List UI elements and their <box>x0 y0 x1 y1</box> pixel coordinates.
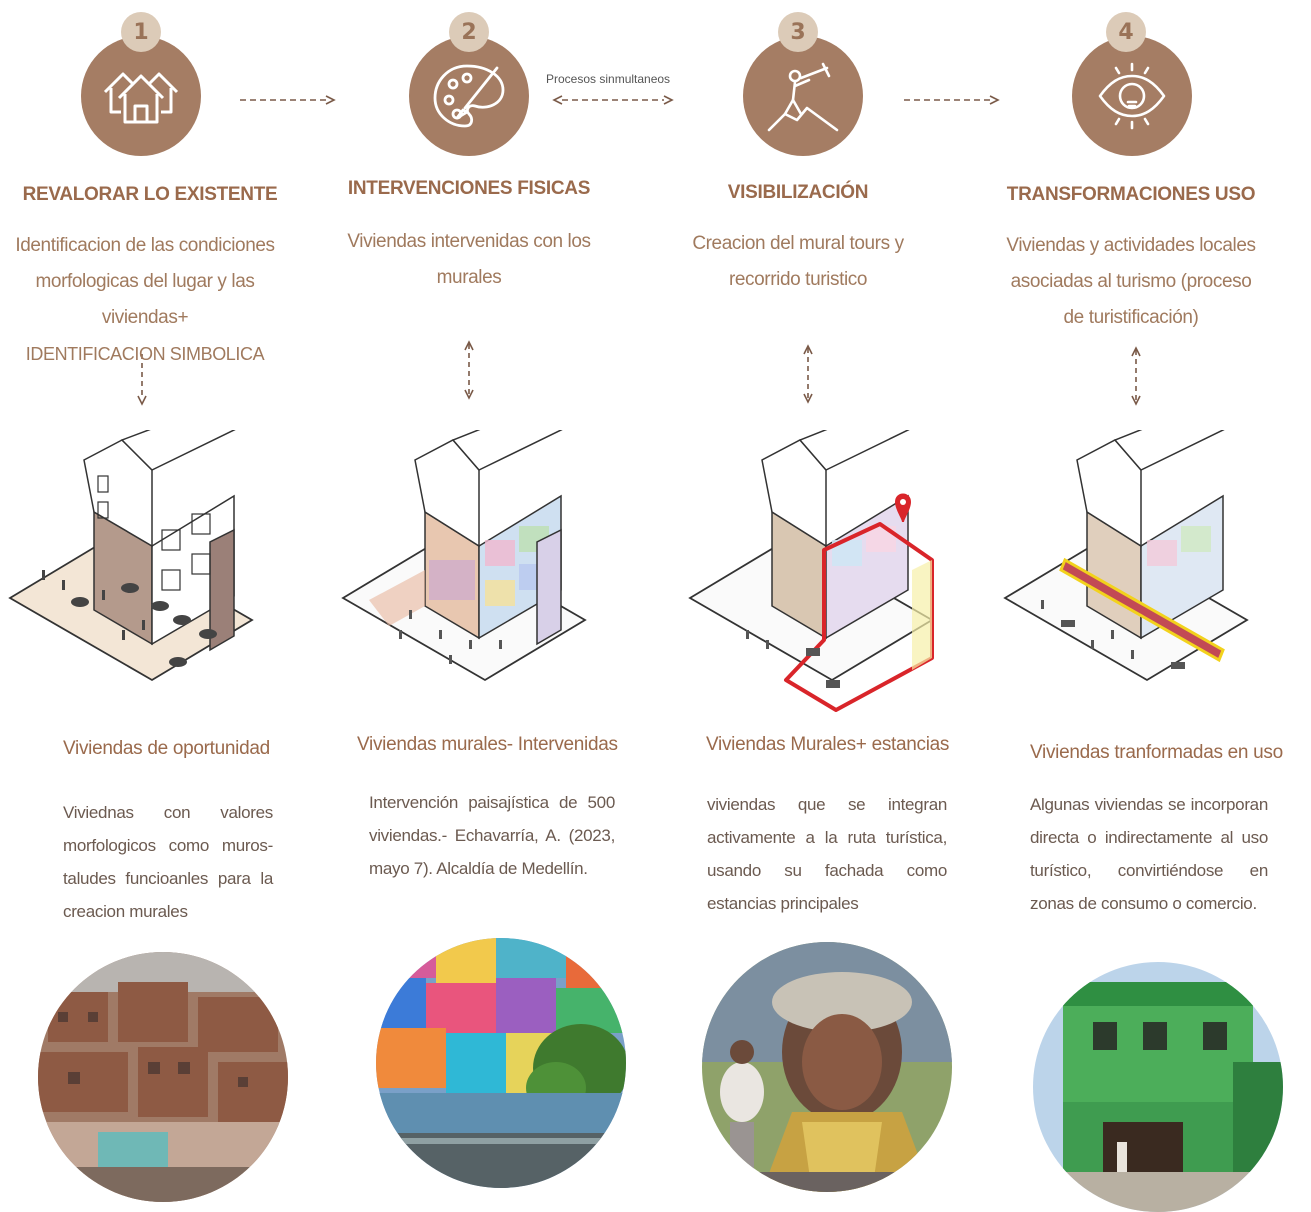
sub-title: Viviendas Murales+ estancias <box>706 734 950 755</box>
step-description: Viviendas y actividades locales asociada… <box>1006 235 1256 328</box>
building-axonometric-2 <box>329 409 609 720</box>
step-1: 1 REVALORAR LO EXISTENTE Identificacion … <box>0 0 300 1206</box>
step-number-badge: 3 <box>778 12 818 52</box>
step-title: INTERVENCIONES FISICAS <box>347 178 591 199</box>
building-axonometric-1 <box>2 409 282 720</box>
step-title: TRANSFORMACIONES USO <box>1006 184 1256 205</box>
step-description: Creacion del mural tours y recorrido tur… <box>692 233 904 290</box>
houses-icon <box>81 36 201 156</box>
step-2: 2 INTERVENCIONES FISICAS Viviendas inter… <box>319 0 626 1206</box>
arrow-down-1 <box>137 354 147 406</box>
sub-description: Viviednas con valores morfologicos como … <box>63 803 273 921</box>
arrow-vertical-3 <box>803 344 813 404</box>
step-description: Identificacion de las condiciones morfol… <box>0 228 300 372</box>
sub-title: Viviendas de oportunidad <box>63 738 270 759</box>
sub-title: Viviendas murales- Intervenidas <box>357 734 618 755</box>
arrow-1-to-2 <box>240 95 336 105</box>
sub-description: Intervención paisajística de 500 viviend… <box>369 793 615 878</box>
eye-lightbulb-icon <box>1072 36 1192 156</box>
arrow-vertical-4 <box>1131 346 1141 406</box>
green-corner-store-photo <box>1033 962 1283 1212</box>
mural-portrait-photo <box>702 942 952 1192</box>
sub-title: Viviendas tranformadas en uso <box>1030 742 1283 763</box>
step-title: VISIBILIZACIÓN <box>727 182 869 203</box>
building-axonometric-4 <box>1001 409 1281 720</box>
hillside-brick-houses-photo <box>38 952 288 1202</box>
step-description: Viviendas intervenidas con los murales <box>347 231 591 288</box>
telescope-explorer-icon <box>743 36 863 156</box>
step-number-badge: 2 <box>449 12 489 52</box>
simultaneous-label: Procesos sinmultaneos <box>546 72 671 86</box>
step-number-badge: 1 <box>121 12 161 52</box>
sub-description: viviendas que se integran activamente a … <box>707 795 947 913</box>
arrow-vertical-2 <box>464 340 474 400</box>
step-number-badge: 4 <box>1106 12 1146 52</box>
arrow-2-3-bidirectional <box>552 95 674 105</box>
arrow-3-to-4 <box>904 95 1000 105</box>
step-3: 3 VISIBILIZACIÓN Creacion del mural tour… <box>648 0 952 1206</box>
step-description-note: IDENTIFICACION SIMBOLICA <box>25 344 265 364</box>
colorful-painted-houses-photo <box>376 938 626 1188</box>
sub-description: Algunas viviendas se incorporan directa … <box>1030 795 1268 913</box>
palette-brush-icon <box>409 36 529 156</box>
step-description-text: Identificacion de las condiciones morfol… <box>15 235 275 328</box>
step-4: 4 TRANSFORMACIONES USO Viviendas y activ… <box>981 0 1283 1212</box>
building-axonometric-3 <box>686 409 966 720</box>
step-title: REVALORAR LO EXISTENTE <box>22 184 278 205</box>
